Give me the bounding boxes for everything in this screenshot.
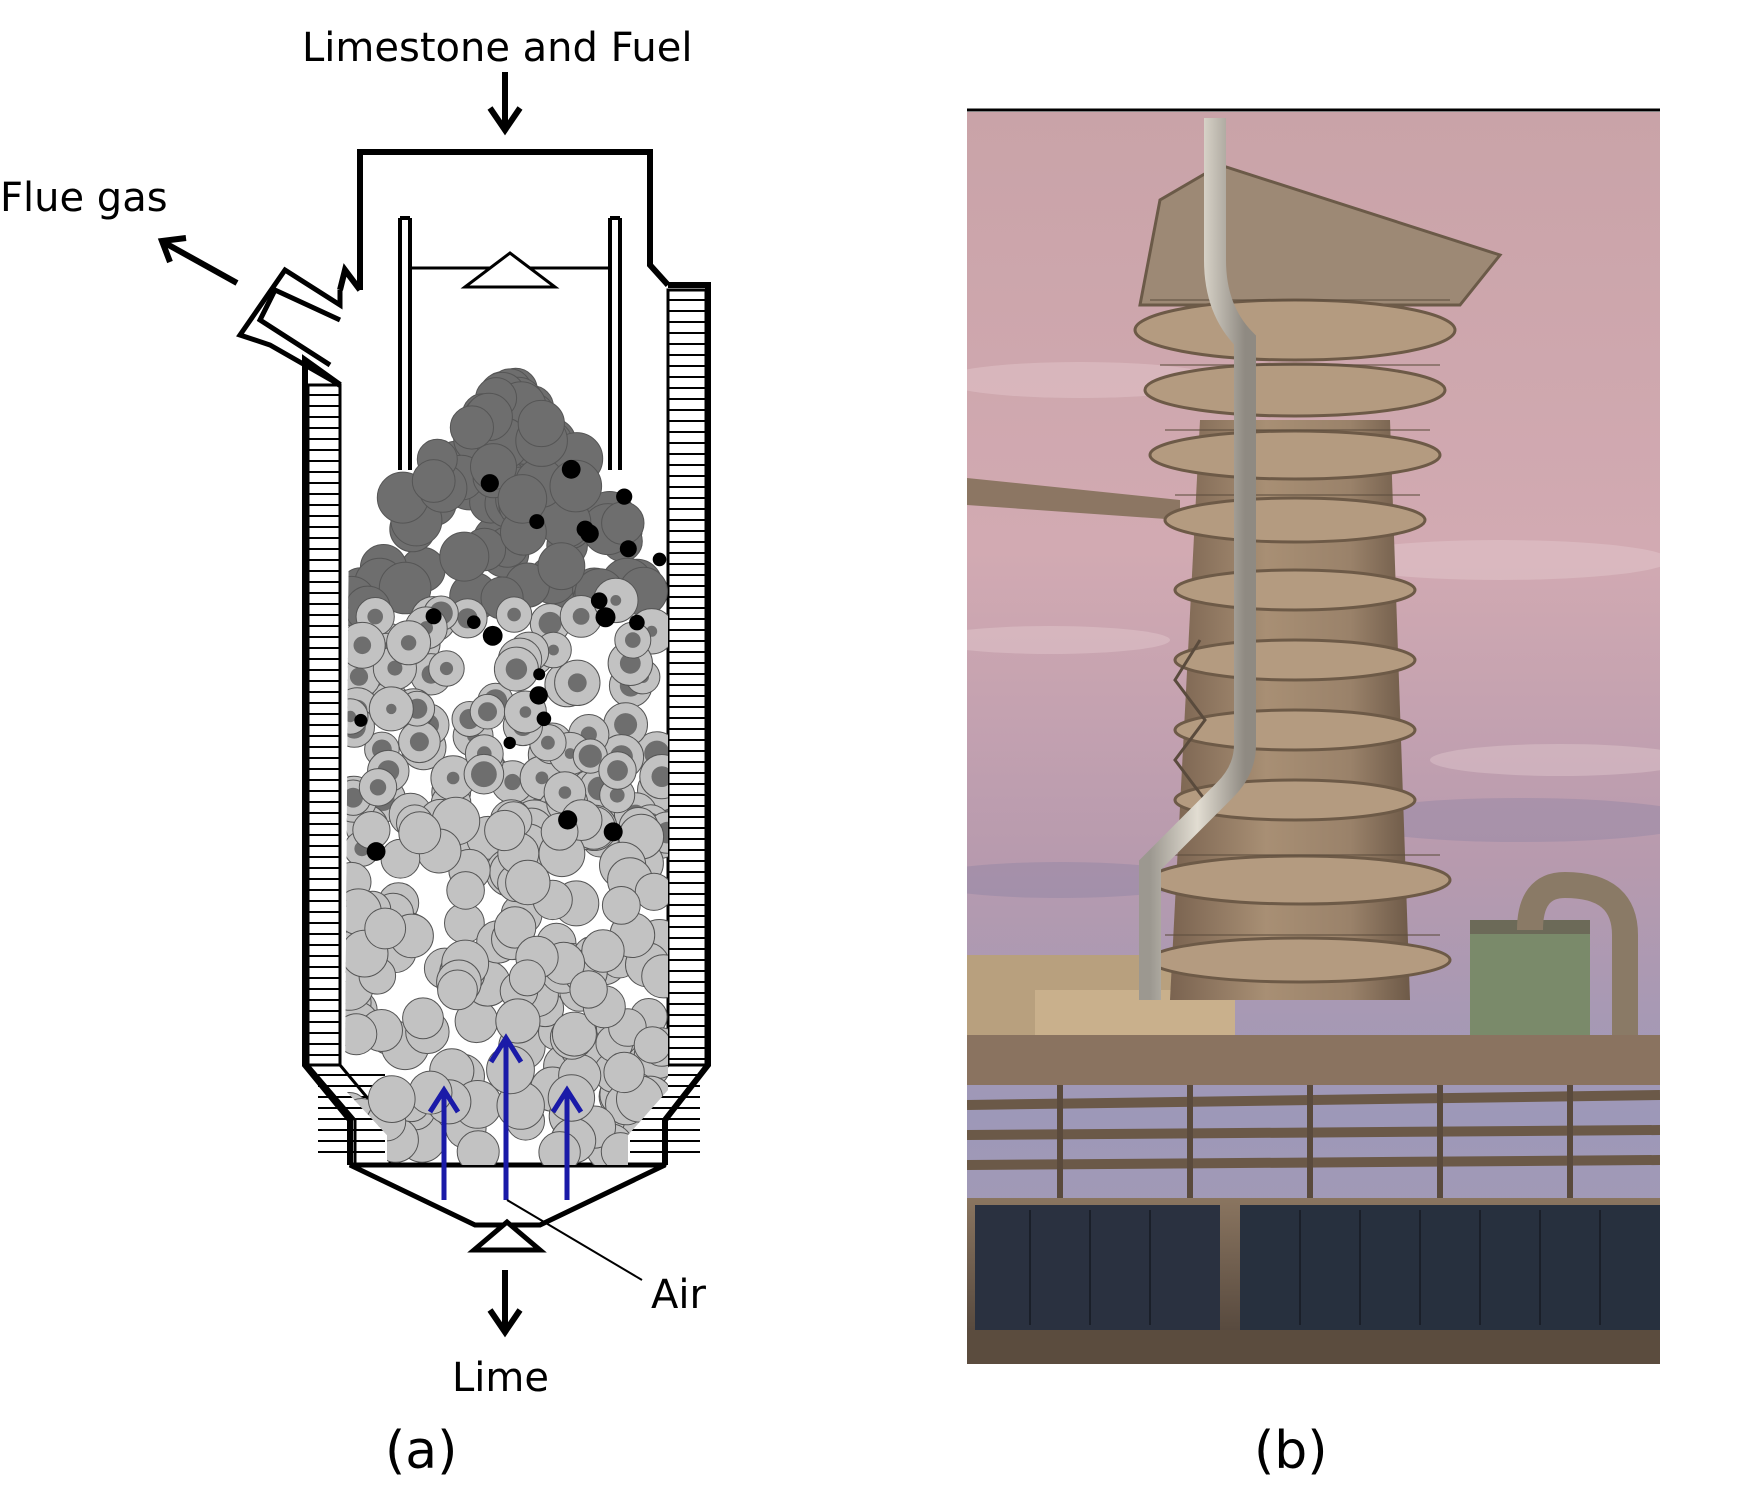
limestone-particle [378, 561, 432, 615]
unreacted-core [349, 667, 369, 686]
flow-arrows [157, 72, 523, 1338]
lime-particle [437, 969, 478, 1011]
unreacted-core [578, 744, 602, 768]
fuel-particle [652, 552, 667, 567]
fuel-particle [533, 668, 546, 681]
unreacted-core [614, 713, 638, 737]
limestone-particle [497, 474, 548, 524]
unreacted-core [567, 673, 587, 693]
air-label: Air [651, 1272, 706, 1318]
fuel-particle [603, 822, 623, 842]
unreacted-core [548, 644, 559, 656]
air-arrows [427, 1033, 584, 1200]
lime-particle [402, 997, 444, 1040]
unreacted-core [651, 766, 668, 787]
lime-particle [367, 1075, 416, 1123]
unreacted-core [607, 760, 628, 781]
lime-particle [581, 929, 625, 973]
unreacted-core [625, 632, 641, 648]
lime-particle [505, 859, 551, 906]
fuel-particle [561, 459, 581, 479]
lime-label: Lime [452, 1355, 549, 1401]
unreacted-core [369, 779, 387, 796]
unreacted-core [386, 703, 397, 715]
unreacted-core [504, 773, 521, 791]
lime-particle [641, 954, 668, 999]
fuel-particle [529, 514, 545, 530]
fuel-particle [467, 615, 481, 629]
lime-particle [456, 1130, 500, 1165]
unreacted-core [400, 635, 417, 651]
air-leader-line [506, 1199, 643, 1281]
limestone-particle [517, 399, 565, 448]
fuel-particle [503, 736, 516, 750]
fuel-particle [529, 686, 548, 705]
fuel-particle [480, 474, 499, 493]
unreacted-core [471, 761, 497, 788]
lime-particle [398, 811, 442, 855]
fuel-particle [619, 540, 637, 558]
lime-particle [633, 1026, 668, 1064]
panel-b-label: (b) [1254, 1421, 1328, 1481]
limestone-particle [411, 459, 456, 503]
limestone-fuel-label: Limestone and Fuel [302, 25, 693, 71]
fuel-particle [616, 488, 633, 505]
unreacted-core [367, 608, 384, 625]
lime-particle [495, 998, 541, 1044]
unreacted-core [409, 732, 429, 752]
discharge-cone [467, 1218, 547, 1253]
fuel-particle [558, 810, 578, 830]
unreacted-core [558, 786, 572, 799]
lime-particle [538, 1131, 581, 1165]
distributor-cone [460, 251, 560, 289]
unreacted-core [541, 735, 555, 750]
unreacted-core [610, 595, 622, 606]
lime-particle [601, 886, 641, 925]
fuel-particle [590, 592, 608, 609]
unreacted-core [387, 660, 403, 676]
unreacted-core [609, 787, 625, 803]
limestone-particle [537, 542, 586, 591]
unreacted-core [535, 771, 549, 785]
panel-a-label: (a) [385, 1421, 458, 1481]
lime-particle [364, 907, 407, 950]
particle-bed [345, 367, 668, 1165]
unreacted-core [353, 636, 372, 655]
unreacted-core [538, 611, 562, 635]
fuel-particle [366, 842, 386, 861]
unreacted-core [478, 702, 497, 722]
lime-particle [446, 871, 485, 910]
lime-particle [484, 809, 526, 852]
fuel-particle [482, 625, 503, 646]
unreacted-core [519, 706, 532, 718]
lime-particle [345, 1013, 378, 1056]
unreacted-core [507, 607, 521, 622]
unreacted-core [505, 658, 528, 680]
flue-gas-duct [236, 266, 343, 388]
lime-particle [634, 872, 668, 911]
limestone-particle [449, 405, 494, 450]
lime-particle [603, 1051, 645, 1094]
unreacted-core [446, 771, 460, 785]
fuel-particle [595, 607, 616, 628]
unreacted-core [439, 661, 454, 676]
fuel-particle [536, 711, 552, 727]
unreacted-core [572, 608, 590, 625]
lime-particle [493, 906, 537, 949]
feed-tube [398, 216, 622, 470]
unreacted-core [345, 787, 364, 808]
fuel-particle [354, 713, 368, 727]
fuel-particle [425, 608, 442, 625]
fuel-particle [580, 524, 599, 543]
lime-particle [569, 970, 608, 1009]
fuel-particle [629, 614, 645, 631]
lime-particle [508, 959, 546, 997]
flue-gas-label: Flue gas [0, 175, 168, 221]
lime-particle [551, 1011, 597, 1057]
limestone-particle [439, 531, 490, 582]
